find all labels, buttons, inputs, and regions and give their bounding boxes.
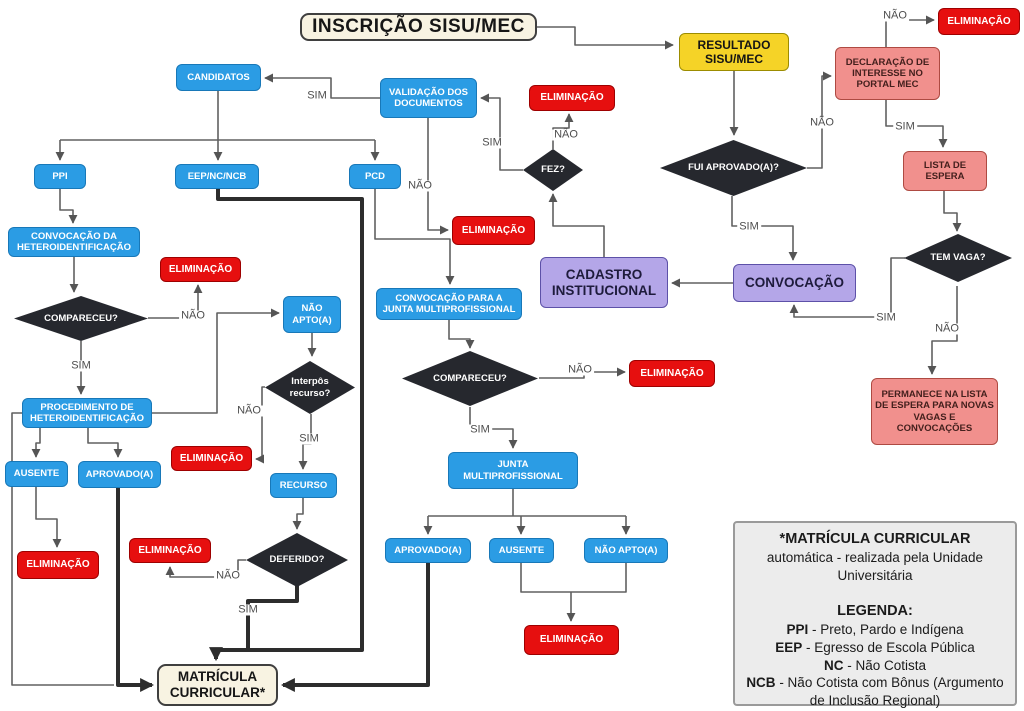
- node-eliminacao-compareceu-hetero-nao: ELIMINAÇÃO: [160, 257, 241, 282]
- node-eliminacao-fez-nao: ELIMINAÇÃO: [529, 85, 615, 111]
- node-lista-de-espera: LISTA DE ESPERA: [903, 151, 987, 191]
- node-candidatos: CANDIDATOS: [176, 64, 261, 91]
- legend-desc-nc: - Não Cotista: [843, 657, 927, 673]
- legend-term-eep: EEP: [775, 639, 803, 655]
- legend-term-ppi: PPI: [786, 621, 809, 637]
- edge-label-sim-declaracao-lista: SIM: [893, 120, 917, 133]
- node-junta-multiprofissional: JUNTA MULTIPROFISSIONAL: [448, 452, 578, 489]
- node-validacao-documentos: VALIDAÇÃO DOS DOCUMENTOS: [380, 78, 477, 118]
- node-aprovado-junta: APROVADO(A): [385, 538, 471, 563]
- edge-label-sim-compareceu-hetero: SIM: [69, 359, 93, 372]
- node-eliminacao-interpos-nao: ELIMINAÇÃO: [171, 446, 252, 471]
- edge-label-nao-fez-eliminacao: NÃO: [552, 128, 580, 141]
- legend-item-nc: NC - Não Cotista: [743, 657, 1007, 675]
- node-cadastro-institucional: CADASTRO INSTITUCIONAL: [540, 257, 668, 308]
- legend-desc-ncb: - Não Cotista com Bônus (Argumento de In…: [775, 675, 1004, 709]
- legend-item-ncb: NCB - Não Cotista com Bônus (Argumento d…: [743, 674, 1007, 710]
- node-pcd: PCD: [349, 164, 401, 189]
- legend-spacer: [743, 585, 1007, 602]
- node-eliminacao-deferido-nao: ELIMINAÇÃO: [129, 538, 211, 563]
- legend-desc-eep: - Egresso de Escola Pública: [802, 639, 975, 655]
- edge-label-nao-interpos: NÃO: [235, 404, 263, 417]
- node-ppi: PPI: [34, 164, 86, 189]
- node-convocacao-junta-multiprofissional: CONVOCAÇÃO PARA A JUNTA MULTIPROFISSIONA…: [376, 288, 522, 320]
- edge-label-nao-declaracao-eliminacao: NÃO: [881, 9, 909, 22]
- node-convocacao-heteroidentificacao: CONVOCAÇÃO DA HETEROIDENTIFICAÇÃO: [8, 227, 140, 257]
- node-convocacao: CONVOCAÇÃO: [733, 264, 856, 302]
- end-matricula-curricular: MATRÍCULA CURRICULAR*: [157, 664, 278, 706]
- legend-title: *MATRÍCULA CURRICULAR: [779, 531, 971, 547]
- node-resultado-sisu-mec: RESULTADO SISU/MEC: [679, 33, 789, 71]
- edge-label-sim-validacao-candidatos: SIM: [305, 89, 329, 102]
- node-nao-apto-junta: NÃO APTO(A): [584, 538, 668, 563]
- node-eliminacao-junta: ELIMINAÇÃO: [524, 625, 619, 655]
- edge-label-nao-compareceu-junta: NÃO: [566, 363, 594, 376]
- edge-label-nao-validacao-eliminacao: NÃO: [406, 179, 434, 192]
- edge-label-nao-deferido: NÃO: [214, 569, 242, 582]
- edge-label-sim-fez-validacao: SIM: [480, 136, 504, 149]
- edge-label-nao-tem-vaga-permanece: NÃO: [933, 322, 961, 335]
- node-permanece-lista-espera: PERMANECE NA LISTA DE ESPERA PARA NOVAS …: [871, 378, 998, 445]
- start-inscricao-sisu-mec: INSCRIÇÃO SISU/MEC: [300, 13, 537, 41]
- edge-label-sim-deferido: SIM: [236, 603, 260, 616]
- node-eep-nc-ncb: EEP/NC/NCB: [175, 164, 259, 189]
- node-recurso: RECURSO: [270, 473, 337, 498]
- node-eliminacao-compareceu-junta-nao: ELIMINAÇÃO: [629, 360, 715, 387]
- legend-item-eep: EEP - Egresso de Escola Pública: [743, 639, 1007, 657]
- node-aprovado-hetero: APROVADO(A): [78, 461, 161, 488]
- legend-item-ppi: PPI - Preto, Pardo e Indígena: [743, 621, 1007, 639]
- edge-label-nao-compareceu-hetero: NÃO: [179, 309, 207, 322]
- node-eliminacao-ausente-hetero: ELIMINAÇÃO: [17, 551, 99, 579]
- edge-label-sim-interpos: SIM: [297, 432, 321, 445]
- node-ausente-hetero: AUSENTE: [5, 461, 68, 487]
- node-declaracao-interesse-portal-mec: DECLARAÇÃO DE INTERESSE NO PORTAL MEC: [835, 47, 940, 100]
- node-ausente-junta: AUSENTE: [489, 538, 554, 563]
- edge-label-sim-compareceu-junta: SIM: [468, 423, 492, 436]
- edge-label-nao-fui-aprovado-declaracao: NÃO: [808, 116, 836, 129]
- legend-box: *MATRÍCULA CURRICULAR automática - reali…: [733, 521, 1017, 711]
- legend-desc-ppi: - Preto, Pardo e Indígena: [808, 621, 964, 637]
- node-procedimento-heteroidentificacao: PROCEDIMENTO DE HETEROIDENTIFICAÇÃO: [22, 398, 152, 428]
- legend-term-nc: NC: [823, 657, 844, 673]
- node-eliminacao-declaracao-nao: ELIMINAÇÃO: [938, 8, 1020, 35]
- node-nao-apto-hetero: NÃO APTO(A): [283, 296, 341, 333]
- node-eliminacao-validacao-nao: ELIMINAÇÃO: [452, 216, 535, 245]
- edge-label-sim-tem-vaga-convocacao: SIM: [874, 311, 898, 324]
- legend-heading: LEGENDA:: [837, 602, 913, 619]
- legend-title-note: automática - realizada pela Unidade Univ…: [766, 550, 984, 583]
- edge-label-sim-fui-aprovado-convocacao: SIM: [737, 220, 761, 233]
- legend-term-ncb: NCB: [746, 675, 776, 691]
